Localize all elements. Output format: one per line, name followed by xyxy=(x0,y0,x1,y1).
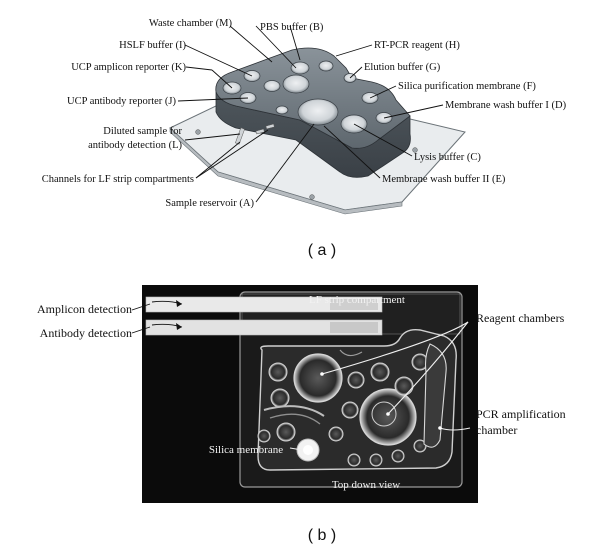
label-reagent-chambers: Reagent chambers xyxy=(476,311,565,325)
silica-membrane xyxy=(296,438,320,462)
lf-channels xyxy=(235,123,275,145)
label-pbs-buffer: PBS buffer (B) xyxy=(260,22,324,33)
label-amplicon-detection: Amplicon detection xyxy=(37,302,132,316)
label-lf-channels: Channels for LF strip compartments xyxy=(42,174,194,185)
base-plate-edge xyxy=(169,127,403,215)
label-rt-pcr-reagent: RT-PCR reagent (H) xyxy=(374,40,460,51)
label-silica-membrane: Silica membrane xyxy=(209,444,283,456)
strip-arrows xyxy=(151,300,183,330)
label-lysis-buffer: Lysis buffer (C) xyxy=(414,152,481,163)
leaders-b xyxy=(131,303,471,451)
label-ucp-antibody-reporter: UCP antibody reporter (J) xyxy=(67,96,176,107)
reagent-chambers xyxy=(257,353,429,467)
panel-b: Amplicon detection Antibody detection LF… xyxy=(37,285,566,544)
label-silica-membrane-f: Silica purification membrane (F) xyxy=(398,81,536,92)
label-top-down-view: Top down view xyxy=(332,479,400,491)
pcr-chamber xyxy=(423,343,447,448)
label-lf-strip-compartment: LF strip compartment xyxy=(309,294,405,306)
label-ucp-amplicon-reporter: UCP amplicon reporter (K) xyxy=(71,62,186,73)
label-pcr-chamber: chamber xyxy=(476,423,517,437)
lf-strips xyxy=(145,296,383,336)
label-hslf-buffer: HSLF buffer (I) xyxy=(119,40,186,51)
label-membrane-wash-2: Membrane wash buffer II (E) xyxy=(382,174,506,185)
caption-b: ( b ) xyxy=(308,527,336,544)
label-diluted-sample-1: Diluted sample for xyxy=(103,126,182,137)
label-membrane-wash-1: Membrane wash buffer I (D) xyxy=(445,100,567,111)
label-elution-buffer: Elution buffer (G) xyxy=(364,62,441,73)
label-antibody-detection: Antibody detection xyxy=(40,326,132,340)
label-diluted-sample-2: antibody detection (L) xyxy=(88,140,182,151)
leaders-a xyxy=(177,25,444,203)
caption-a: ( a ) xyxy=(308,242,336,259)
chip-channels xyxy=(263,349,363,425)
label-pcr-amplification: PCR amplification xyxy=(476,407,566,421)
label-waste-chamber: Waste chamber (M) xyxy=(149,18,233,29)
label-sample-reservoir: Sample reservoir (A) xyxy=(165,198,254,209)
panel-a: Waste chamber (M) PBS buffer (B) HSLF bu… xyxy=(42,18,567,259)
